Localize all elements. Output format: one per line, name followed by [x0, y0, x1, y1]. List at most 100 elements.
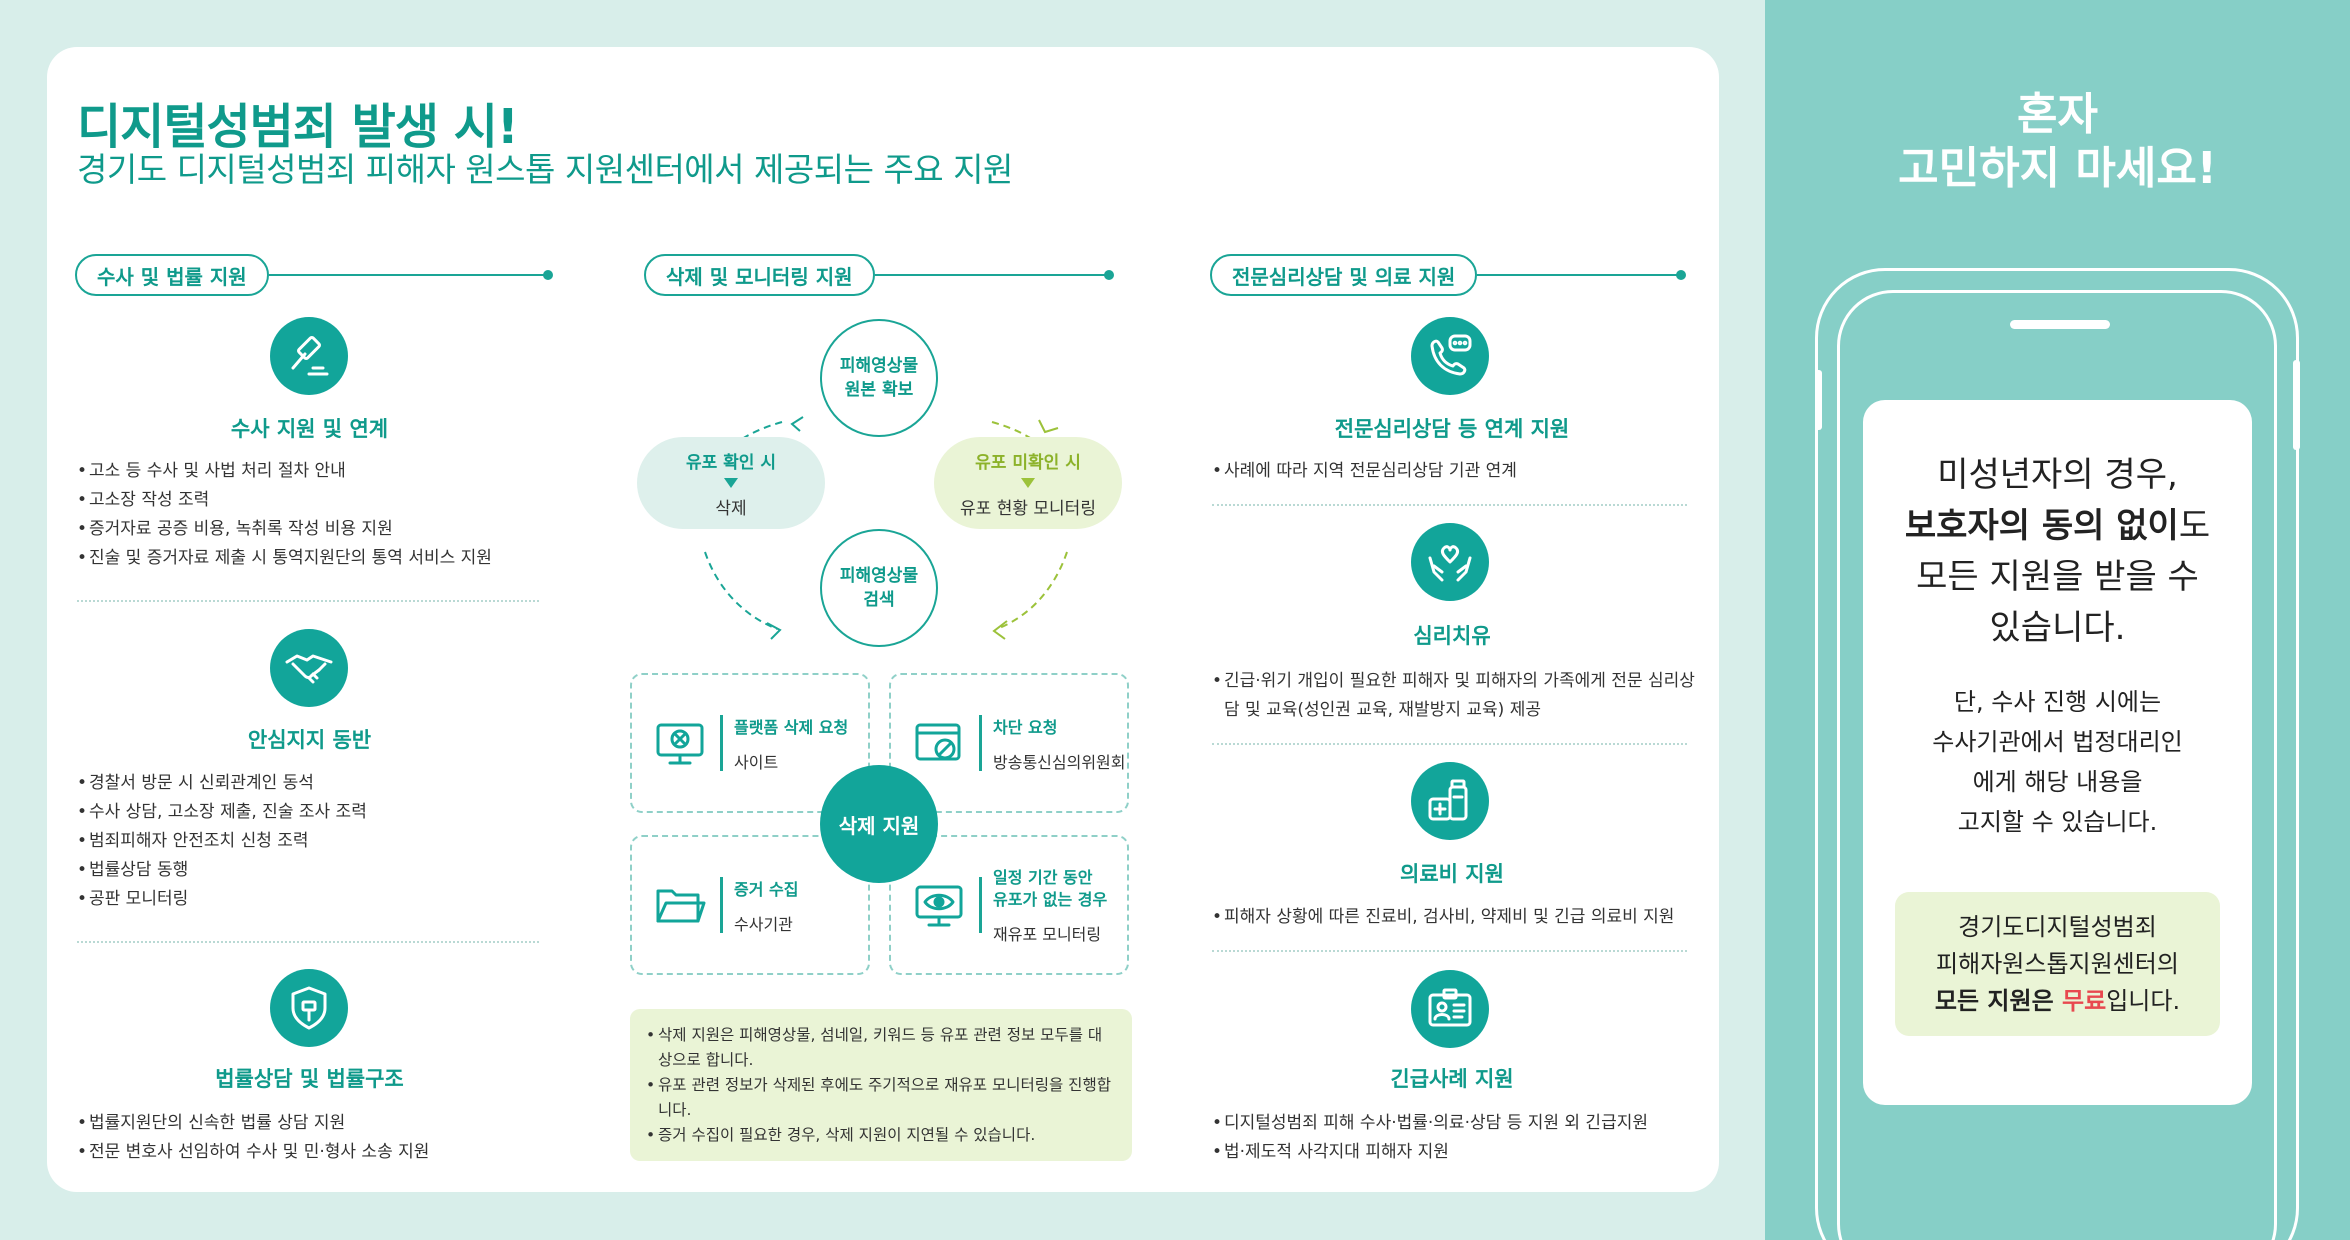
- center-delete-support: 삭제 지원: [820, 765, 938, 883]
- left-heading-pill: 수사 및 법률 지원: [75, 254, 269, 296]
- phone-chat-icon: [1411, 317, 1489, 395]
- right-heading-line: [1477, 270, 1687, 280]
- id-card-icon: [1411, 970, 1489, 1048]
- right-column-header: 전문심리상담 및 의료 지원: [1210, 254, 1687, 296]
- counseling-list: 사례에 따라 지역 전문심리상담 기관 연계: [1212, 457, 1702, 486]
- minor-message-bold: 보호자의 동의 없이: [1904, 506, 2179, 546]
- list-item: 사례에 따라 지역 전문심리상담 기관 연계: [1212, 457, 1702, 486]
- free-rest: 입니다.: [2106, 986, 2181, 1015]
- section-title-legal: 법률상담 및 법률구조: [215, 1067, 404, 1091]
- healing-list: 긴급·위기 개입이 필요한 피해자 및 피해자의 가족에게 전문 심리상담 및 …: [1212, 667, 1702, 725]
- guardian-note: 단, 수사 진행 시에는 수사기관에서 법정대리인 에게 해당 내용을 고지할 …: [1863, 682, 2252, 842]
- list-item: 범죄피해자 안전조치 신청 조력: [77, 827, 557, 856]
- middle-column-header: 삭제 및 모니터링 지원: [644, 254, 1114, 296]
- list-item: 전문 변호사 선임하여 수사 및 민·형사 소송 지원: [77, 1138, 557, 1167]
- list-item: 증거자료 공증 비용, 녹취록 작성 비용 지원: [77, 515, 557, 544]
- guardian-note-line: 고지할 수 있습니다.: [1957, 808, 2158, 836]
- box-bar: [720, 877, 723, 933]
- list-item: 진술 및 증거자료 제출 시 통역지원단의 통역 서비스 지원: [77, 544, 557, 573]
- free-line: 모든 지원은 무료입니다.: [1935, 983, 2180, 1020]
- divider: [1212, 743, 1687, 745]
- section-title-medical: 의료비 지원: [1400, 862, 1504, 886]
- medicine-icon: [1411, 762, 1489, 840]
- section-title-counseling: 전문심리상담 등 연계 지원: [1334, 417, 1570, 441]
- minor-message-rest: 도: [2178, 506, 2211, 546]
- section-title-emergency: 긴급사례 지원: [1390, 1067, 1514, 1091]
- list-item: 고소장 작성 조력: [77, 486, 557, 515]
- companion-list: 경찰서 방문 시 신뢰관계인 동석 수사 상담, 고소장 제출, 진술 조사 조…: [77, 769, 557, 914]
- panel-title-line: 혼자: [2017, 89, 2098, 140]
- left-column-header: 수사 및 법률 지원: [75, 254, 553, 296]
- right-panel: 혼자 고민하지 마세요! 미성년자의 경우, 보호자의 동의 없이도 모든 지원…: [1765, 0, 2350, 1240]
- left-heading-line: [268, 270, 553, 280]
- cycle-node-source-label: 피해영상물 원본 확보: [839, 356, 919, 400]
- list-item: 긴급·위기 개입이 필요한 피해자 및 피해자의 가족에게 전문 심리상담 및 …: [1212, 667, 1702, 725]
- phone-speaker: [2010, 320, 2110, 329]
- section-title-healing: 심리치유: [1413, 624, 1491, 648]
- phone-body: [1837, 290, 2277, 1240]
- down-triangle-icon: [1021, 477, 1035, 488]
- pill-right-value: 유포 현황 모니터링: [960, 498, 1096, 519]
- middle-heading-pill: 삭제 및 모니터링 지원: [644, 254, 875, 296]
- note-item: 증거 수집이 필요한 경우, 삭제 지원이 지연될 수 있습니다.: [646, 1123, 1116, 1148]
- handshake-icon: [270, 629, 348, 707]
- box-bar: [979, 877, 982, 933]
- box-bar: [720, 715, 723, 771]
- box-bar: [979, 715, 982, 771]
- free-line: 경기도디지털성범죄: [1958, 912, 2157, 941]
- free-highlight: 무료: [2062, 986, 2107, 1015]
- medical-list: 피해자 상황에 따른 진료비, 검사비, 약제비 및 긴급 의료비 지원: [1212, 903, 1702, 932]
- section-title-investigation: 수사 지원 및 연계: [230, 417, 389, 441]
- cycle-node-source: 피해영상물 원본 확보: [820, 319, 938, 437]
- minor-message-line: 미성년자의 경우,: [1937, 455, 2178, 495]
- panel-title-line: 고민하지 마세요!: [1898, 143, 2217, 194]
- heart-hands-icon: [1411, 523, 1489, 601]
- pill-distribution-unconfirmed: 유포 미확인 시 유포 현황 모니터링: [934, 437, 1122, 529]
- right-heading-pill: 전문심리상담 및 의료 지원: [1210, 254, 1478, 296]
- page-subtitle: 경기도 디지털성범죄 피해자 원스톱 지원센터에서 제공되는 주요 지원: [77, 150, 1013, 189]
- box-title: 일정 기간 동안 유포가 없는 경우: [993, 868, 1108, 909]
- minor-message: 미성년자의 경우, 보호자의 동의 없이도 모든 지원을 받을 수 있습니다.: [1863, 450, 2252, 654]
- pill-left-value: 삭제: [715, 498, 747, 519]
- free-bold: 모든 지원은: [1934, 986, 2063, 1015]
- browser-block-icon: [915, 723, 961, 761]
- delete-notes: 삭제 지원은 피해영상물, 섬네일, 키워드 등 유포 관련 정보 모두를 대상…: [630, 1009, 1132, 1161]
- list-item: 디지털성범죄 피해 수사·법률·의료·상담 등 지원 외 긴급지원: [1212, 1109, 1702, 1138]
- minor-message-line: 모든 지원을 받을 수: [1916, 557, 2199, 597]
- panel-title: 혼자 고민하지 마세요!: [1765, 88, 2350, 196]
- list-item: 경찰서 방문 시 신뢰관계인 동석: [77, 769, 557, 798]
- phone-side-button: [2293, 360, 2300, 450]
- box-title: 차단 요청: [993, 718, 1058, 737]
- box-value: 방송통신심의위원회: [993, 753, 1126, 772]
- folder-icon: [656, 889, 706, 923]
- box-evidence: 증거 수집 수사기관: [630, 835, 870, 975]
- free-line: 피해자원스톱지원센터의: [1936, 949, 2179, 978]
- list-item: 수사 상담, 고소장 제출, 진술 조사 조력: [77, 798, 557, 827]
- guardian-note-line: 에게 해당 내용을: [1972, 768, 2143, 796]
- list-item: 법률지원단의 신속한 법률 상담 지원: [77, 1109, 557, 1138]
- list-item: 고소 등 수사 및 사법 처리 절차 안내: [77, 457, 557, 486]
- phone-side-button: [1815, 370, 1822, 430]
- section-title-companion: 안심지지 동반: [247, 728, 372, 752]
- monitor-eye-icon: [915, 885, 963, 927]
- minor-message-line: 보호자의 동의 없이도: [1863, 501, 2252, 552]
- divider: [1212, 950, 1687, 952]
- divider: [77, 600, 539, 602]
- emergency-list: 디지털성범죄 피해 수사·법률·의료·상담 등 지원 외 긴급지원 법·제도적 …: [1212, 1109, 1702, 1167]
- pill-left-title: 유포 확인 시: [685, 452, 777, 473]
- pill-right-title: 유포 미확인 시: [975, 452, 1081, 473]
- main-card: 디지털성범죄 발생 시! 경기도 디지털성범죄 피해자 원스톱 지원센터에서 제…: [47, 47, 1719, 1192]
- box-value: 수사기관: [734, 915, 793, 934]
- box-title: 플랫폼 삭제 요청: [734, 718, 849, 737]
- free-support-box: 경기도디지털성범죄 피해자원스톱지원센터의 모든 지원은 무료입니다.: [1895, 892, 2220, 1036]
- box-title: 증거 수집: [734, 880, 799, 899]
- list-item: 공판 모니터링: [77, 885, 557, 914]
- box-remonitoring: 일정 기간 동안 유포가 없는 경우 재유포 모니터링: [889, 835, 1129, 975]
- legal-shield-icon: [270, 969, 348, 1047]
- down-triangle-icon: [724, 477, 738, 488]
- guardian-note-line: 수사기관에서 법정대리인: [1932, 728, 2183, 756]
- list-item: 피해자 상황에 따른 진료비, 검사비, 약제비 및 긴급 의료비 지원: [1212, 903, 1702, 932]
- box-block-request: 차단 요청 방송통신심의위원회: [889, 673, 1129, 813]
- minor-message-line: 있습니다.: [1989, 608, 2126, 648]
- middle-heading-line: [874, 270, 1114, 280]
